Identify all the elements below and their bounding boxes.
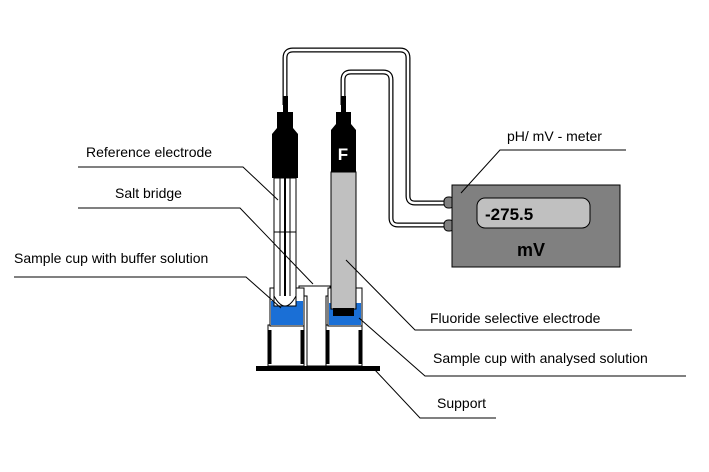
label-salt-bridge: Salt bridge	[115, 185, 182, 201]
meter-unit: mV	[517, 240, 545, 260]
label-fluoride-electrode: Fluoride selective electrode	[430, 310, 601, 326]
label-support: Support	[437, 395, 486, 411]
fluoride-electrode: F	[330, 96, 357, 316]
reference-cable-inner	[283, 48, 444, 205]
electrode-mark: F	[338, 145, 348, 164]
leader-lines	[14, 149, 686, 419]
label-reference-electrode: Reference electrode	[86, 144, 212, 160]
fluoride-cable-inner	[341, 70, 444, 227]
meter-display	[476, 197, 591, 229]
support	[256, 324, 380, 371]
reference-electrode	[272, 96, 298, 307]
label-sample-cup-analysed: Sample cup with analysed solution	[433, 350, 648, 366]
label-sample-cup-buffer: Sample cup with buffer solution	[14, 250, 208, 266]
meter-reading: -275.5	[485, 205, 533, 224]
label-meter: pH/ mV - meter	[507, 128, 602, 144]
ph-mv-meter: -275.5 mV	[443, 184, 621, 268]
